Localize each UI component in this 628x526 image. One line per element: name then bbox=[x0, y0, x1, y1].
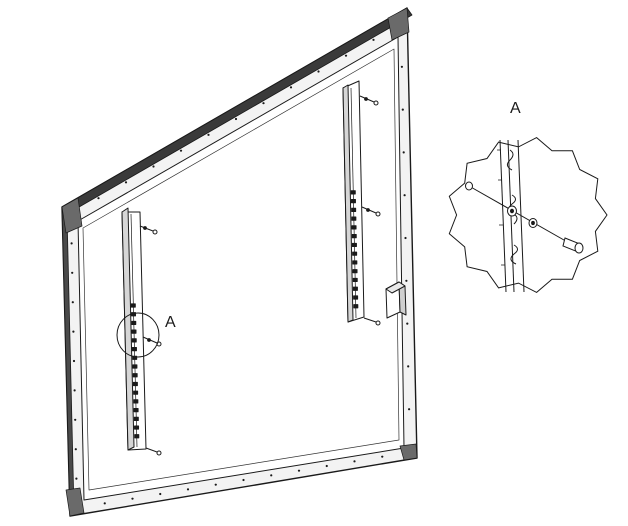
rail-slot bbox=[351, 216, 357, 221]
frame-hole bbox=[103, 502, 106, 505]
frame-hole bbox=[325, 464, 328, 468]
frame-hole bbox=[152, 165, 155, 168]
frame-hole bbox=[131, 497, 134, 500]
frame-hole bbox=[262, 102, 265, 105]
corner-cap-top-right bbox=[387, 7, 410, 41]
rail-slot bbox=[132, 381, 138, 387]
screw-left-bottom bbox=[145, 447, 162, 456]
rail-slot bbox=[351, 234, 357, 239]
frame-hole bbox=[242, 478, 245, 482]
rail-slot bbox=[350, 190, 356, 195]
detail-view-a: A bbox=[448, 100, 608, 293]
rail-slot bbox=[352, 269, 358, 274]
frame-hole bbox=[317, 70, 320, 73]
rail-screws bbox=[139, 95, 381, 456]
detail-jagged-outline bbox=[448, 137, 608, 293]
frame-hole bbox=[406, 322, 409, 325]
frame-hole bbox=[186, 488, 190, 491]
frame-hole bbox=[401, 108, 404, 111]
screw-right-mid bbox=[361, 206, 381, 217]
rail-slot bbox=[351, 242, 357, 248]
corner-cap-top-left bbox=[61, 197, 83, 234]
rail-slot bbox=[350, 199, 356, 204]
frame-hole bbox=[214, 483, 217, 486]
rail-slot bbox=[131, 329, 137, 334]
frame-hole bbox=[72, 359, 76, 363]
right-mounting-rail bbox=[342, 80, 365, 323]
frame-hole bbox=[400, 65, 403, 68]
rail-slot bbox=[352, 277, 358, 283]
rail-slot bbox=[133, 408, 139, 413]
frame-hole bbox=[159, 492, 162, 496]
frame-hole bbox=[71, 271, 74, 274]
rail-slot bbox=[133, 390, 139, 395]
frame-hole bbox=[75, 477, 78, 480]
rail-slot bbox=[352, 286, 358, 291]
frame-hole bbox=[270, 474, 273, 477]
rail-slot bbox=[134, 434, 140, 439]
rail-slot bbox=[351, 225, 357, 230]
corner-cap-bottom-left bbox=[65, 487, 85, 517]
rail-slot bbox=[130, 303, 136, 308]
detail-wall-anchor-hole bbox=[465, 181, 473, 191]
frame-hole bbox=[407, 365, 410, 368]
frame-hole bbox=[404, 236, 407, 240]
rail-slot bbox=[351, 207, 357, 212]
rail-slot bbox=[131, 338, 137, 343]
detail-screw-assembly bbox=[465, 181, 584, 254]
frame-hole bbox=[408, 408, 411, 411]
frame-hole bbox=[403, 194, 406, 197]
rail-slot bbox=[131, 320, 137, 326]
frame-hole bbox=[353, 460, 356, 463]
whiteboard-panel bbox=[61, 7, 418, 517]
rail-slot bbox=[131, 346, 137, 352]
frame-hole bbox=[234, 117, 238, 121]
panel-writing-surface bbox=[82, 48, 400, 491]
screw-left-top bbox=[139, 225, 158, 235]
frame-hole bbox=[97, 197, 100, 200]
callout-circle-main: A bbox=[116, 312, 176, 358]
frame-hole bbox=[402, 151, 405, 154]
rail-slot bbox=[352, 251, 358, 256]
frame-screw-holes bbox=[70, 38, 411, 505]
frame-hole bbox=[344, 54, 348, 57]
rail-slot bbox=[133, 416, 139, 421]
rail-slot bbox=[132, 373, 138, 378]
right-rail-slots bbox=[350, 190, 359, 309]
rail-slot bbox=[353, 304, 359, 309]
frame-hole bbox=[74, 448, 77, 451]
callout-label-detail: A bbox=[510, 100, 521, 117]
frame-hole bbox=[124, 181, 128, 184]
corner-cap-bottom-right bbox=[399, 443, 418, 461]
frame-hole bbox=[405, 279, 408, 282]
rail-slot bbox=[132, 355, 138, 360]
frame-hole bbox=[207, 133, 210, 136]
rail-slot bbox=[353, 295, 359, 300]
frame-hole bbox=[297, 469, 301, 472]
screw-right-bottom bbox=[363, 317, 381, 326]
frame-hole bbox=[73, 389, 76, 392]
frame-hole bbox=[74, 418, 77, 421]
frame-hole bbox=[70, 242, 73, 245]
rail-slot bbox=[133, 399, 139, 404]
frame-hole bbox=[372, 38, 375, 41]
frame-hole bbox=[381, 455, 384, 458]
screw-right-top bbox=[359, 95, 379, 106]
rail-slot bbox=[132, 364, 138, 369]
frame-hole bbox=[289, 86, 293, 89]
panel-clip-box bbox=[385, 281, 407, 319]
left-mounting-rail bbox=[121, 207, 147, 451]
frame-hole bbox=[71, 301, 74, 304]
left-rail-flange bbox=[121, 207, 135, 451]
frame-hole bbox=[72, 330, 75, 333]
callout-label-main: A bbox=[165, 314, 176, 331]
frame-hole bbox=[179, 149, 183, 152]
rail-slot bbox=[134, 425, 140, 430]
left-rail-slots bbox=[130, 303, 140, 439]
rail-slot bbox=[352, 260, 358, 265]
right-rail-flange bbox=[342, 84, 354, 323]
